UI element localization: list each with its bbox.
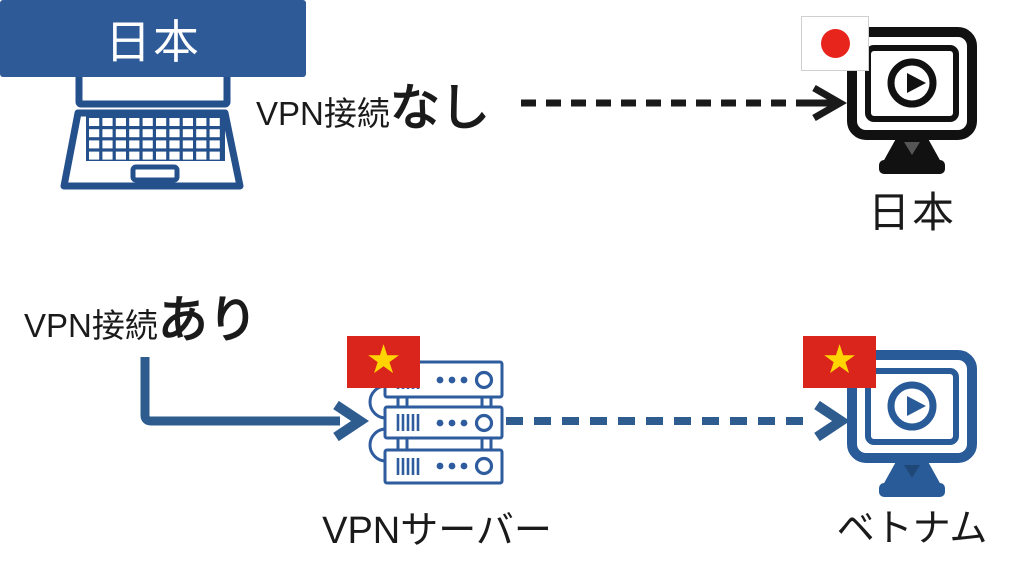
vietnam-flag-star: ★ <box>821 338 858 382</box>
vietnam-flag-icon-server: ★ <box>347 336 420 388</box>
vpn-label-prefix: VPN接続 <box>24 307 158 344</box>
no-vpn-label-emphasis: なし <box>389 80 490 136</box>
vietnam-flag-star: ★ <box>365 338 402 382</box>
japan-flag-sun <box>820 29 850 58</box>
media-player-monitor-icon-vietnam <box>847 350 977 497</box>
vpn-label-emphasis: あり <box>157 292 258 348</box>
server-power-buttons <box>474 370 494 476</box>
vietnam-destination-label: ベトナム <box>836 508 988 550</box>
vpn-label: VPN接続あり <box>24 280 258 352</box>
media-player-monitor-icon-japan <box>847 27 977 174</box>
touchpad <box>130 164 180 183</box>
server-leds <box>436 376 468 470</box>
blue-dashed-arrow <box>506 400 851 442</box>
japan-banner: 日本 <box>0 0 306 77</box>
no-vpn-label: VPN接続なし <box>256 68 490 140</box>
vpn-server-label: VPNサーバー <box>322 510 552 552</box>
black-dashed-arrow <box>521 84 848 122</box>
server-rack-icon <box>368 360 504 485</box>
no-vpn-label-prefix: VPN接続 <box>256 95 390 132</box>
blue-solid-arrow <box>140 357 370 442</box>
japan-destination-label: 日本 <box>867 189 956 236</box>
vietnam-flag-icon-monitor: ★ <box>803 336 876 388</box>
japan-banner-label: 日本 <box>105 15 201 68</box>
japan-flag-icon <box>801 16 869 71</box>
laptop-icon <box>60 6 244 190</box>
keyboard-keys <box>89 118 220 160</box>
